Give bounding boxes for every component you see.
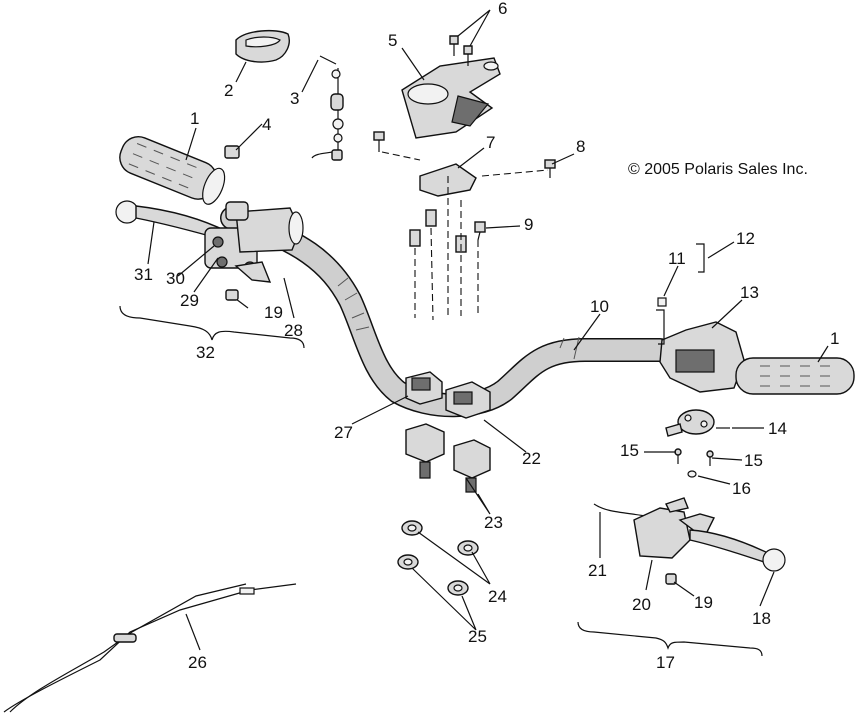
screws-15-16	[674, 448, 714, 478]
cap-screws	[449, 35, 473, 66]
handlebar-cap	[401, 57, 501, 139]
right-grip	[735, 357, 855, 395]
brace-17	[577, 621, 763, 657]
brace-32	[119, 305, 305, 349]
callout-21: 21	[588, 561, 607, 580]
callout-9: 9	[524, 215, 533, 234]
callout-6: 6	[498, 0, 507, 18]
callout-17: 17	[656, 653, 675, 672]
part-12-clip	[696, 243, 705, 273]
throttle-cable	[3, 583, 297, 713]
clamp-bolts	[409, 176, 479, 321]
throttle-lever-14	[665, 409, 730, 437]
callout-28: 28	[284, 321, 303, 340]
callout-14: 14	[768, 419, 787, 438]
callout-7: 7	[486, 133, 495, 152]
callout-26: 26	[188, 653, 207, 672]
callout-32: 32	[196, 343, 215, 362]
callout-2: 2	[224, 81, 233, 100]
callout-30: 30	[166, 269, 185, 288]
callout-18: 18	[752, 609, 771, 628]
part-11-pin	[656, 297, 667, 345]
callout-29: 29	[180, 291, 199, 310]
callout-16: 16	[732, 479, 751, 498]
callout-20: 20	[632, 595, 651, 614]
handlebar-tube	[220, 206, 672, 418]
callout-23: 23	[484, 513, 503, 532]
callout-5: 5	[388, 31, 397, 50]
callout-1-right: 1	[830, 329, 839, 348]
callout-24: 24	[488, 587, 507, 606]
mount-bracket	[381, 151, 549, 197]
callout-12: 12	[736, 229, 755, 248]
callout-25: 25	[468, 627, 487, 646]
callout-4: 4	[262, 115, 271, 134]
callout-8: 8	[576, 137, 585, 156]
callout-numbers: 1 2 3 4 5 6 7 8 9 10 11 12 13 1 14 15 15…	[134, 0, 839, 672]
left-brake-lever-assembly	[115, 200, 304, 283]
callout-31: 31	[134, 265, 153, 284]
callout-13: 13	[740, 283, 759, 302]
upper-clamps	[405, 371, 491, 419]
callout-15-right: 15	[744, 451, 763, 470]
part-3-switch-wire	[311, 55, 344, 161]
callout-15-left: 15	[620, 441, 639, 460]
callout-1: 1	[190, 109, 199, 128]
copyright-text: © 2005 Polaris Sales Inc.	[628, 161, 808, 178]
washers	[397, 520, 479, 596]
part-2-cover	[235, 29, 290, 63]
callout-3: 3	[290, 89, 299, 108]
callout-22: 22	[522, 449, 541, 468]
part-4-nut	[224, 145, 240, 159]
right-brake-lever-assembly	[593, 497, 786, 585]
risers	[405, 423, 491, 493]
callout-27: 27	[334, 423, 353, 442]
callout-19-right: 19	[694, 593, 713, 612]
bracket-bolts	[373, 131, 556, 241]
callout-11: 11	[668, 249, 686, 268]
left-grip	[119, 136, 226, 205]
callout-10: 10	[590, 297, 609, 316]
part-19-left-nut	[225, 289, 239, 301]
right-throttle-housing	[659, 321, 745, 393]
callout-19-left: 19	[264, 303, 283, 322]
